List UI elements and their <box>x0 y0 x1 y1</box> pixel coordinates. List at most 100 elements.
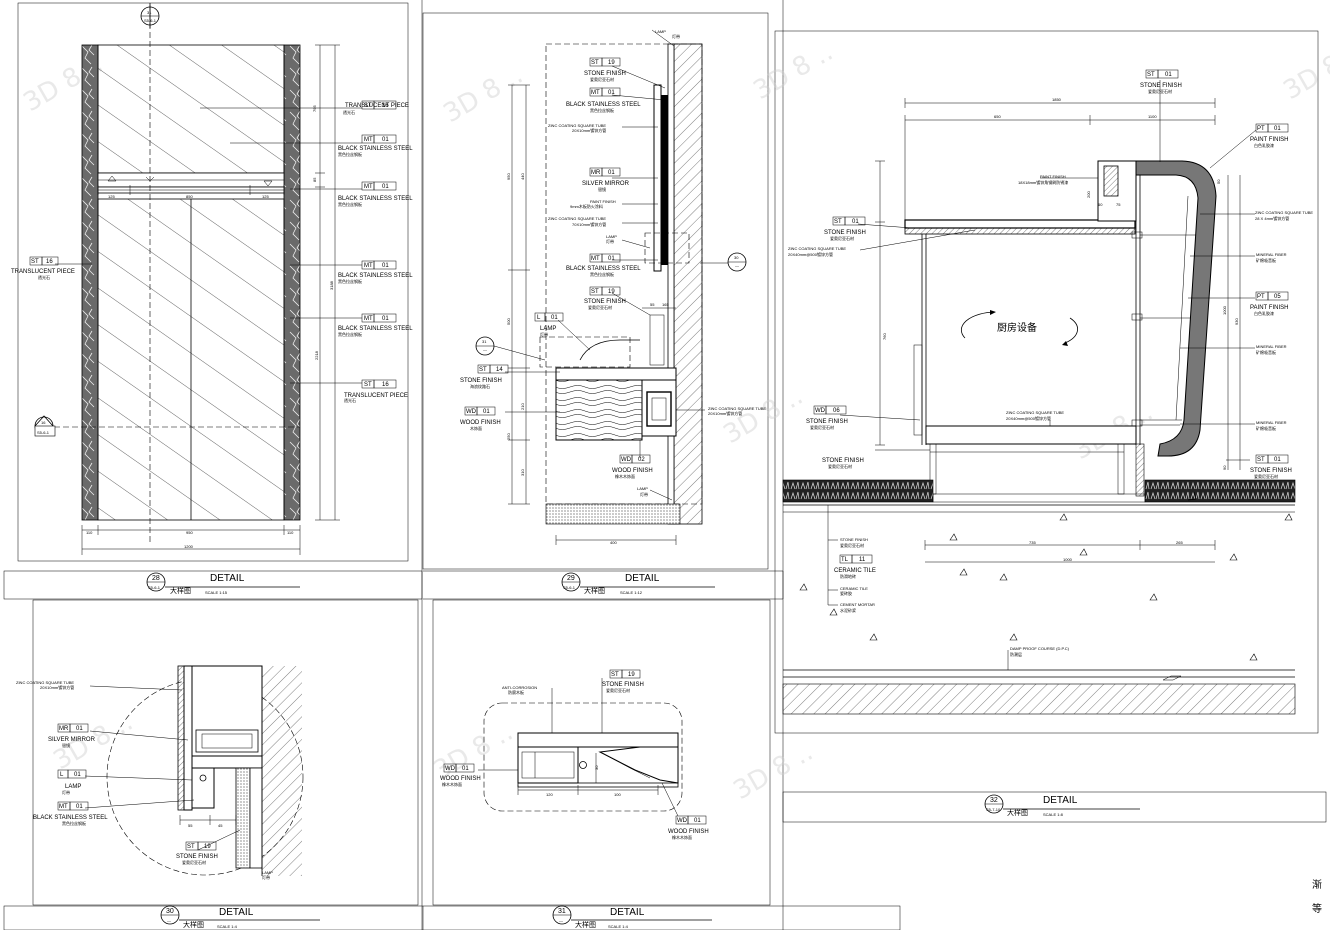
svg-text:等: 等 <box>1312 902 1322 915</box>
svg-text:WD: WD <box>466 409 477 415</box>
svg-text:STONE FINISH: STONE FINISH <box>176 854 218 860</box>
watermark-6: 3D 8 .. <box>729 737 819 806</box>
svg-text:ST: ST <box>31 259 39 265</box>
svg-text:TRANSLUCENT PIECE: TRANSLUCENT PIECE <box>345 103 409 109</box>
svg-text:爱奥尼亚石材: 爱奥尼亚石材 <box>606 687 630 693</box>
svg-text:31: 31 <box>558 908 566 915</box>
detail-30-dims: 55 45 <box>188 823 223 828</box>
svg-text:S5-6-1: S5-6-1 <box>563 585 576 590</box>
svg-text:WD: WD <box>445 766 456 772</box>
svg-text:灯带: 灯带 <box>62 789 70 795</box>
svg-text:60: 60 <box>1098 202 1103 207</box>
svg-text:ANTI-CORROSION: ANTI-CORROSION <box>502 685 537 690</box>
svg-text:ST: ST <box>364 382 372 388</box>
watermark-8: 3D 8 .. <box>749 37 839 106</box>
svg-text:30: 30 <box>594 765 599 770</box>
svg-text:01: 01 <box>551 315 558 321</box>
detail-28-drawing <box>36 5 340 555</box>
svg-text:爱奥尼亚石材: 爱奥尼亚石材 <box>1148 88 1172 94</box>
svg-text:透光石: 透光石 <box>343 109 355 115</box>
svg-text:ST: ST <box>591 289 599 295</box>
detail-32-labels: ST 01 STONE FINISH 爱奥尼亚石材 PT 01 PAINT FINI… <box>788 69 1313 670</box>
svg-text:01: 01 <box>852 219 859 225</box>
svg-text:爱奥尼亚石材: 爱奥尼亚石材 <box>1254 473 1278 479</box>
svg-text:ST: ST <box>364 103 372 109</box>
detail-31-dims: 120 100 30 <box>546 765 621 797</box>
svg-text:01: 01 <box>608 256 615 262</box>
svg-text:125: 125 <box>262 194 269 199</box>
svg-text:735: 735 <box>1029 540 1036 545</box>
svg-text:大样图: 大样图 <box>183 920 204 929</box>
svg-text:31: 31 <box>147 10 152 15</box>
svg-text:ZINC COATING SQUARE TUBE: ZINC COATING SQUARE TUBE <box>788 246 846 251</box>
svg-text:木饰面: 木饰面 <box>470 425 482 431</box>
svg-text:银镜: 银镜 <box>62 742 70 748</box>
svg-text:WD: WD <box>677 818 688 824</box>
svg-text:30: 30 <box>734 255 739 260</box>
svg-text:01: 01 <box>694 818 701 824</box>
svg-text:50: 50 <box>1216 179 1221 184</box>
svg-text:55: 55 <box>188 823 193 828</box>
svg-text:矿棉吸音板: 矿棉吸音板 <box>1256 425 1276 431</box>
svg-text:14: 14 <box>496 367 503 373</box>
svg-text:大样图: 大样图 <box>575 920 596 929</box>
svg-text:PAINT FINISH: PAINT FINISH <box>1040 174 1066 179</box>
svg-text:1100: 1100 <box>1148 114 1157 119</box>
svg-text:L: L <box>60 772 64 778</box>
svg-text:32: 32 <box>990 797 998 804</box>
svg-text:瓷砖胶: 瓷砖胶 <box>840 590 852 596</box>
svg-text:水泥砂浆: 水泥砂浆 <box>840 607 856 613</box>
svg-text:STONE FINISH: STONE FINISH <box>806 419 848 425</box>
svg-text:01: 01 <box>1274 457 1281 463</box>
svg-text:30: 30 <box>166 908 174 915</box>
svg-text:MT: MT <box>59 804 68 810</box>
svg-text:ZINC COATING SQUARE TUBE: ZINC COATING SQUARE TUBE <box>708 406 766 411</box>
svg-text:19: 19 <box>204 844 211 850</box>
svg-text:850: 850 <box>186 194 193 199</box>
svg-text:STONE FINISH: STONE FINISH <box>602 682 644 688</box>
svg-text:爱奥尼亚石材: 爱奥尼亚石材 <box>840 542 864 548</box>
svg-text:黑色拉丝钢板: 黑色拉丝钢板 <box>338 331 362 337</box>
detail-29-dims: 950 440 500 210 250 310 55 165 400 <box>506 173 669 545</box>
svg-text:MINERAL FIBER: MINERAL FIBER <box>1256 344 1287 349</box>
svg-text:650: 650 <box>994 114 1001 119</box>
svg-text:BLACK STAINLESS STEEL: BLACK STAINLESS STEEL <box>566 266 641 272</box>
svg-text:矿棉吸音板: 矿棉吸音板 <box>1256 349 1276 355</box>
svg-text:DETAIL: DETAIL <box>219 907 254 918</box>
svg-text:透光石: 透光石 <box>344 397 356 403</box>
svg-text:06: 06 <box>833 408 840 414</box>
svg-text:大样图: 大样图 <box>1007 808 1028 817</box>
svg-text:1200: 1200 <box>184 544 194 549</box>
svg-text:BLACK STAINLESS STEEL: BLACK STAINLESS STEEL <box>338 326 413 332</box>
svg-text:大样图: 大样图 <box>170 586 191 595</box>
svg-text:PT: PT <box>1257 126 1265 132</box>
svg-text:1000: 1000 <box>1063 557 1073 562</box>
svg-text:—: — <box>167 918 171 923</box>
svg-text:05: 05 <box>1274 294 1281 300</box>
svg-text:45: 45 <box>218 823 223 828</box>
svg-text:ZINC COATING SQUARE TUBE: ZINC COATING SQUARE TUBE <box>548 216 606 221</box>
svg-text:75: 75 <box>1116 202 1121 207</box>
svg-text:STONE FINISH: STONE FINISH <box>822 458 864 464</box>
svg-text:PAINT FINISH: PAINT FINISH <box>1250 305 1288 311</box>
svg-text:海浪纹路石: 海浪纹路石 <box>470 383 490 389</box>
detail-32-drawing <box>782 98 1296 715</box>
svg-text:矿棉吸音板: 矿棉吸音板 <box>1256 257 1276 263</box>
svg-text:11: 11 <box>859 557 866 563</box>
svg-text:灯带: 灯带 <box>606 238 614 244</box>
svg-text:ST: ST <box>834 219 842 225</box>
svg-text:01: 01 <box>382 316 389 322</box>
svg-text:银镜: 银镜 <box>598 186 606 192</box>
svg-text:ZINC COATING SQUARE TUBE: ZINC COATING SQUARE TUBE <box>1255 210 1313 215</box>
detail-31-drawing <box>483 702 683 812</box>
svg-text:ST: ST <box>187 844 195 850</box>
svg-text:19: 19 <box>608 289 615 295</box>
svg-text:防滑地砖: 防滑地砖 <box>840 573 856 579</box>
svg-text:ZINC COATING SQUARE TUBE: ZINC COATING SQUARE TUBE <box>548 123 606 128</box>
svg-text:DAMP PROOF COURSE (D.P.C): DAMP PROOF COURSE (D.P.C) <box>1010 646 1070 651</box>
svg-text:LAMP: LAMP <box>655 29 666 34</box>
svg-text:PAINT FINISH: PAINT FINISH <box>590 199 616 204</box>
svg-text:MR: MR <box>59 726 69 732</box>
svg-text:MT: MT <box>364 184 373 190</box>
svg-text:ST: ST <box>1147 72 1155 78</box>
